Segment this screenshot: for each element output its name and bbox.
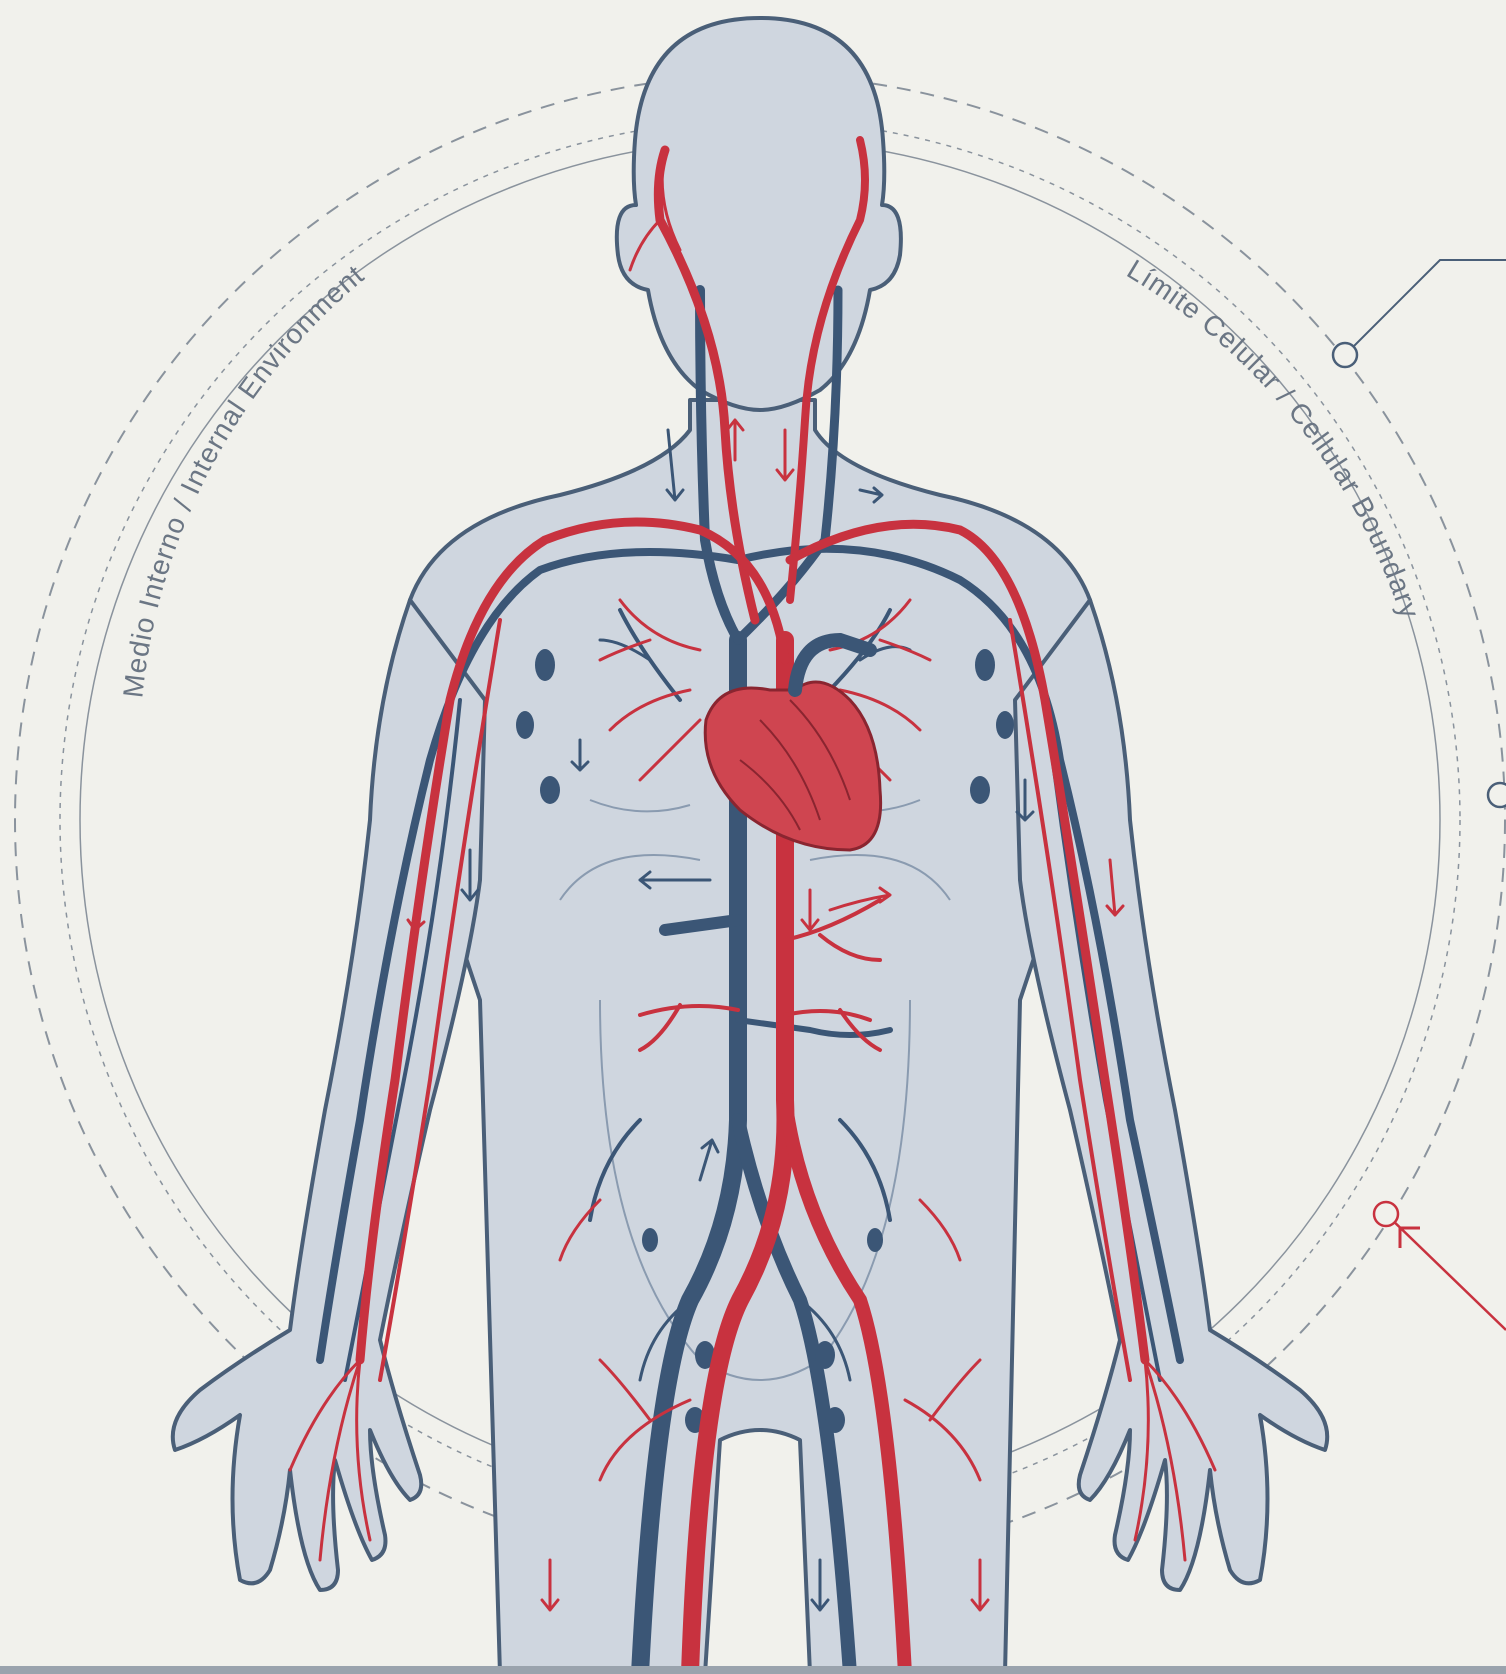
- connector-lines: [1333, 260, 1506, 1330]
- red-connector-line: [1386, 1214, 1506, 1330]
- connector-node-icon: [1374, 1202, 1398, 1226]
- connector-node-icon: [1333, 343, 1357, 367]
- cellular-boundary-label: Límite Celular / Cellular Boundary: [1122, 254, 1426, 623]
- leg-gap: [705, 1430, 810, 1674]
- bottom-border: [0, 1666, 1506, 1674]
- internal-environment-label: Medio Interno / Internal Environment: [95, 258, 391, 701]
- connector-node-icon: [1488, 783, 1506, 807]
